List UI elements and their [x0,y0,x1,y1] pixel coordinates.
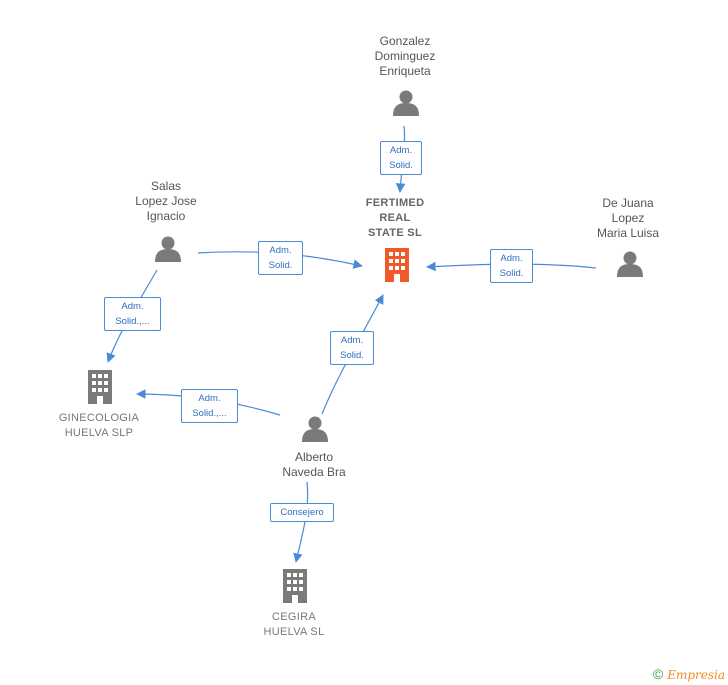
node-label-alberto[interactable]: Alberto Naveda Bra [282,450,346,479]
edge-label-salas-fertimed[interactable]: Adm. Solid. [258,241,303,275]
node-label-gonzalez[interactable]: Gonzalez Dominguez Enriqueta [374,34,436,78]
building-icon-ginecologia[interactable] [88,370,112,404]
building-icon-cegira[interactable] [283,569,307,603]
edge-label-gonzalez-fertimed[interactable]: Adm. Solid. [380,141,422,175]
person-icon-salas[interactable] [155,236,181,263]
node-label-ginecologia[interactable]: GINECOLOGIA HUELVA SLP [58,412,140,439]
node-label-fertimed[interactable]: FERTIMED REAL STATE SL [365,197,425,239]
edge-label-salas-ginecologia[interactable]: Adm. Solid.,... [104,297,161,331]
edge-label-alberto-cegira[interactable]: Consejero [270,503,334,522]
edge-label-alberto-fertimed[interactable]: Adm. Solid. [330,331,374,365]
footer-brand[interactable]: ©Empresia [653,666,725,682]
edge-label-alberto-ginecologia[interactable]: Adm. Solid.,... [181,389,238,423]
edge-alberto-cegira [293,481,309,563]
person-icon-gonzalez[interactable] [393,90,419,117]
edge-label-dejuana-fertimed[interactable]: Adm. Solid. [490,249,533,283]
copyright-icon: © [652,666,664,682]
building-icon-fertimed[interactable] [385,248,409,282]
node-label-cegira[interactable]: CEGIRA HUELVA SL [263,611,325,638]
brand-logo[interactable]: Empresia [667,668,725,682]
person-icon-dejuana[interactable] [617,251,643,278]
node-label-dejuana[interactable]: De Juana Lopez Maria Luisa [596,196,660,240]
person-icon-alberto[interactable] [302,416,328,443]
node-label-salas[interactable]: Salas Lopez Jose Ignacio [135,179,197,223]
